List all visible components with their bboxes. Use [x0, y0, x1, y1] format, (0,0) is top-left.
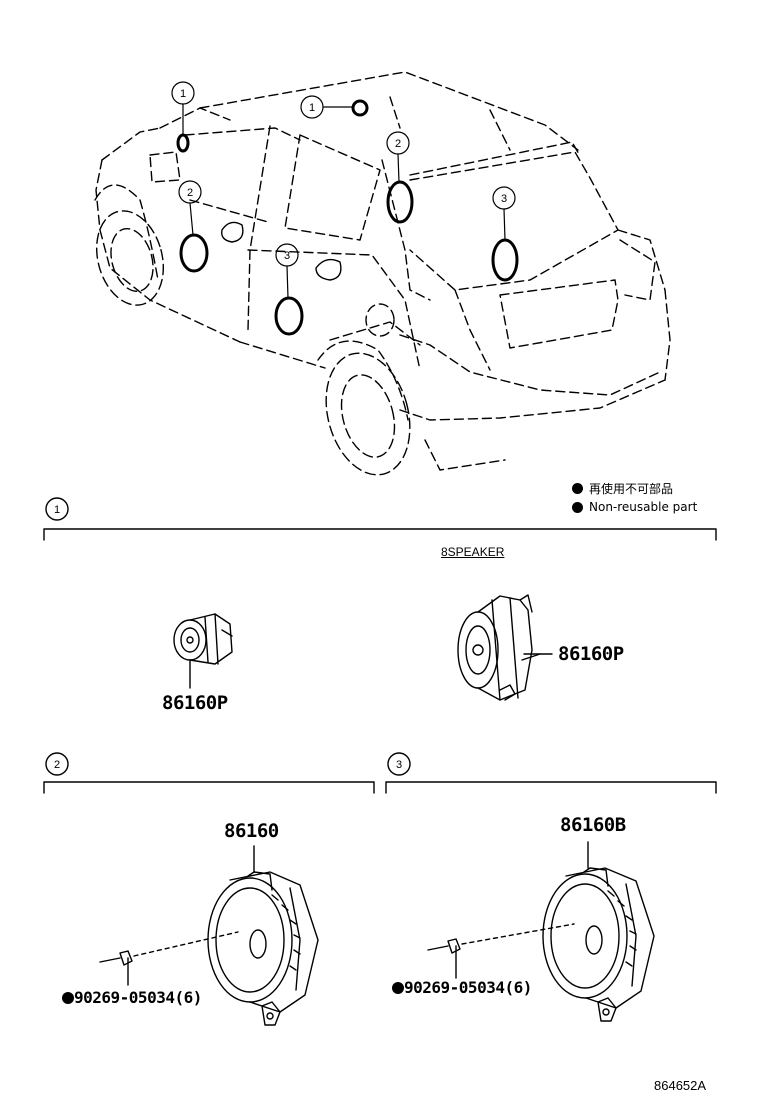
- legend-en: Non-reusable part: [572, 500, 697, 514]
- screw-part-number: 90269-05034(6): [404, 978, 532, 997]
- mid-speaker-drawing: [457, 594, 553, 701]
- door-speaker-3-drawing: [427, 841, 655, 1022]
- section-1-frame: [43, 497, 717, 541]
- callout-number: 1: [180, 88, 186, 100]
- non-reusable-dot-icon: [392, 982, 404, 994]
- legend-jp: 再使用不可部品: [572, 480, 673, 497]
- part-number-tweeter[interactable]: 86160P: [162, 692, 228, 714]
- tweeter-drawing: [173, 613, 233, 689]
- section-2-frame: [43, 752, 375, 794]
- non-reusable-dot-icon: [62, 992, 74, 1004]
- speaker-location-rings: [176, 99, 519, 336]
- callout-number: 1: [309, 102, 315, 114]
- section-1-note: 8SPEAKER: [441, 545, 505, 559]
- legend-en-text: Non-reusable part: [589, 500, 698, 514]
- section-2-number: 2: [54, 759, 60, 771]
- part-number-front-speaker[interactable]: 86160: [224, 820, 279, 842]
- legend-jp-text: 再使用不可部品: [589, 482, 674, 496]
- callout-number: 2: [187, 187, 193, 199]
- callout-number: 2: [395, 138, 401, 150]
- part-number-mid-speaker[interactable]: 86160P: [558, 643, 624, 665]
- callout-number: 3: [284, 250, 290, 262]
- section-1-number: 1: [54, 504, 60, 516]
- door-speaker-2-drawing: [99, 845, 319, 1026]
- screw-part-2[interactable]: 90269-05034(6): [62, 988, 202, 1007]
- door-handles: [221, 221, 342, 281]
- callout-number: 3: [501, 193, 507, 205]
- screw-part-number: 90269-05034(6): [74, 988, 202, 1007]
- part-number-rear-speaker[interactable]: 86160B: [560, 814, 626, 836]
- figure-code: 864652A: [654, 1078, 707, 1093]
- screw-part-3[interactable]: 90269-05034(6): [392, 978, 532, 997]
- wheels: [95, 210, 411, 476]
- car-callouts: [171, 81, 516, 299]
- non-reusable-dot-icon: [572, 501, 583, 513]
- section-3-number: 3: [396, 759, 402, 771]
- non-reusable-dot-icon: [572, 483, 583, 494]
- section-3-frame: [385, 752, 717, 794]
- vehicle-outline: [94, 71, 671, 471]
